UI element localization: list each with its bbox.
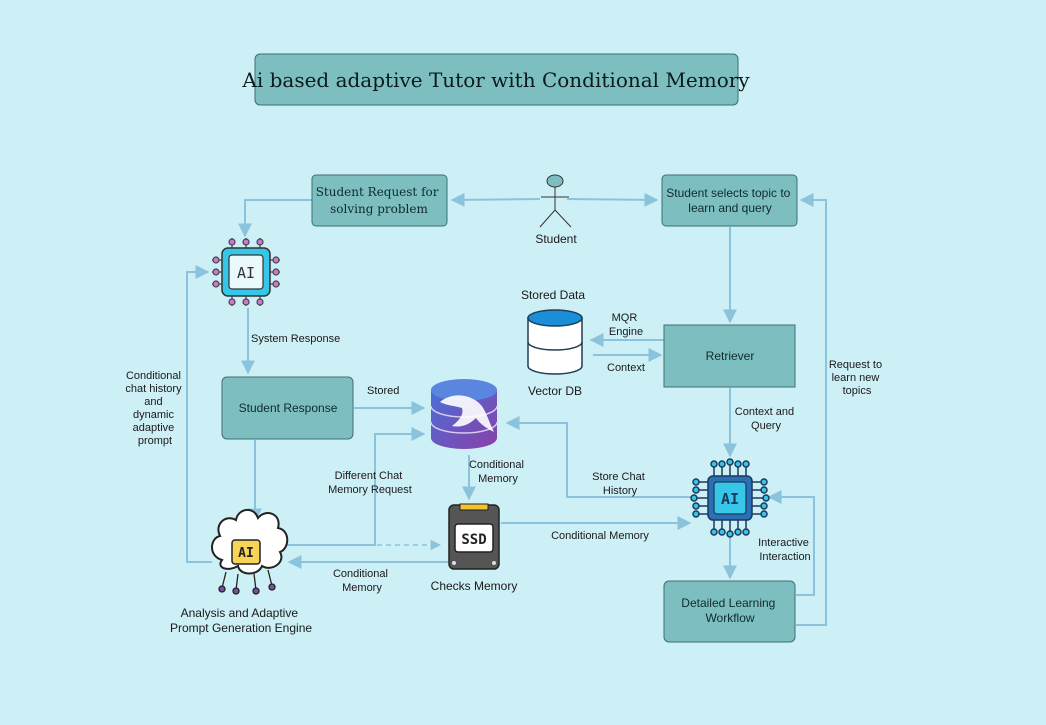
node-detailed-learning-workflow: Detailed Learning Workflow bbox=[663, 580, 796, 643]
edge-brain-to-db bbox=[285, 427, 426, 546]
vector-db-icon bbox=[527, 309, 583, 375]
label-conditional-memory-right: Conditional Memory bbox=[551, 530, 649, 542]
edge-brain-to-ai-loop bbox=[186, 265, 212, 563]
edge-request-to-ai bbox=[238, 199, 312, 238]
student-actor-icon bbox=[539, 174, 572, 228]
label-conditional-memory-left: Conditional Memory bbox=[333, 568, 391, 594]
label-stored: Stored bbox=[367, 385, 399, 397]
svg-text:AI: AI bbox=[721, 490, 739, 508]
svg-text:Detailed Learning Workfl: Detailed Learning Workflow bbox=[681, 596, 778, 625]
label-system-response: System Response bbox=[251, 333, 340, 345]
edge-ai2-to-db bbox=[505, 416, 693, 498]
label-conditional-chat-history: Conditional chat history and dynamic ada… bbox=[125, 370, 184, 447]
node-student-selects-topic: Student selects topic to learn and query bbox=[661, 174, 798, 227]
label-context: Context bbox=[607, 362, 645, 374]
ssd-storage-icon: SSD bbox=[448, 503, 500, 570]
node-student-response: Student Response bbox=[221, 376, 354, 440]
ai-chip-icon-top: AI bbox=[212, 238, 280, 306]
label-request-new-topics: Request to learn new topics bbox=[829, 359, 885, 397]
edge-student-to-selects bbox=[566, 192, 659, 207]
label-analysis-engine: Analysis and Adaptive Prompt Generation … bbox=[170, 606, 312, 635]
label-mqr-engine: MQR Engine bbox=[609, 312, 643, 338]
node-retriever: Retriever bbox=[663, 324, 796, 388]
label-vector-db: Vector DB bbox=[528, 384, 582, 398]
node-student-request: Student Request for solving problem bbox=[311, 174, 448, 227]
label-student: Student bbox=[535, 232, 577, 246]
svg-text:Student Request for solv: Student Request for solving problem bbox=[316, 185, 443, 216]
label-store-chat-history: Store Chat History bbox=[592, 471, 648, 497]
svg-text:Student Response: Student Response bbox=[239, 401, 338, 415]
edge-student-to-request bbox=[450, 192, 541, 207]
title-box: Ai based adaptive Tutor with Conditional… bbox=[241, 53, 750, 106]
svg-text:AI: AI bbox=[238, 546, 254, 561]
label-checks-memory: Checks Memory bbox=[431, 579, 518, 593]
label-context-and-query: Context and Query bbox=[735, 406, 797, 432]
ai-chip-icon-right: AI bbox=[690, 458, 770, 538]
diagram-title: Ai based adaptive Tutor with Conditional… bbox=[241, 68, 750, 92]
edge-workflow-to-ai2 bbox=[767, 490, 815, 596]
svg-text:AI: AI bbox=[237, 264, 255, 282]
svg-text:Retriever: Retriever bbox=[706, 349, 755, 363]
edge-workflow-to-selects bbox=[796, 193, 827, 626]
label-interactive-interaction: Interactive Interaction bbox=[758, 537, 812, 563]
brain-ai-icon: AI bbox=[211, 509, 289, 595]
label-different-chat-memory-request: Different Chat Memory Request bbox=[328, 470, 412, 496]
mysql-database-icon bbox=[430, 379, 498, 449]
label-stored-data: Stored Data bbox=[521, 288, 585, 302]
svg-text:SSD: SSD bbox=[461, 532, 486, 548]
svg-text:Student selects topic to: Student selects topic to learn and query bbox=[666, 186, 793, 215]
label-conditional-memory-down: Conditional Memory bbox=[469, 459, 527, 485]
